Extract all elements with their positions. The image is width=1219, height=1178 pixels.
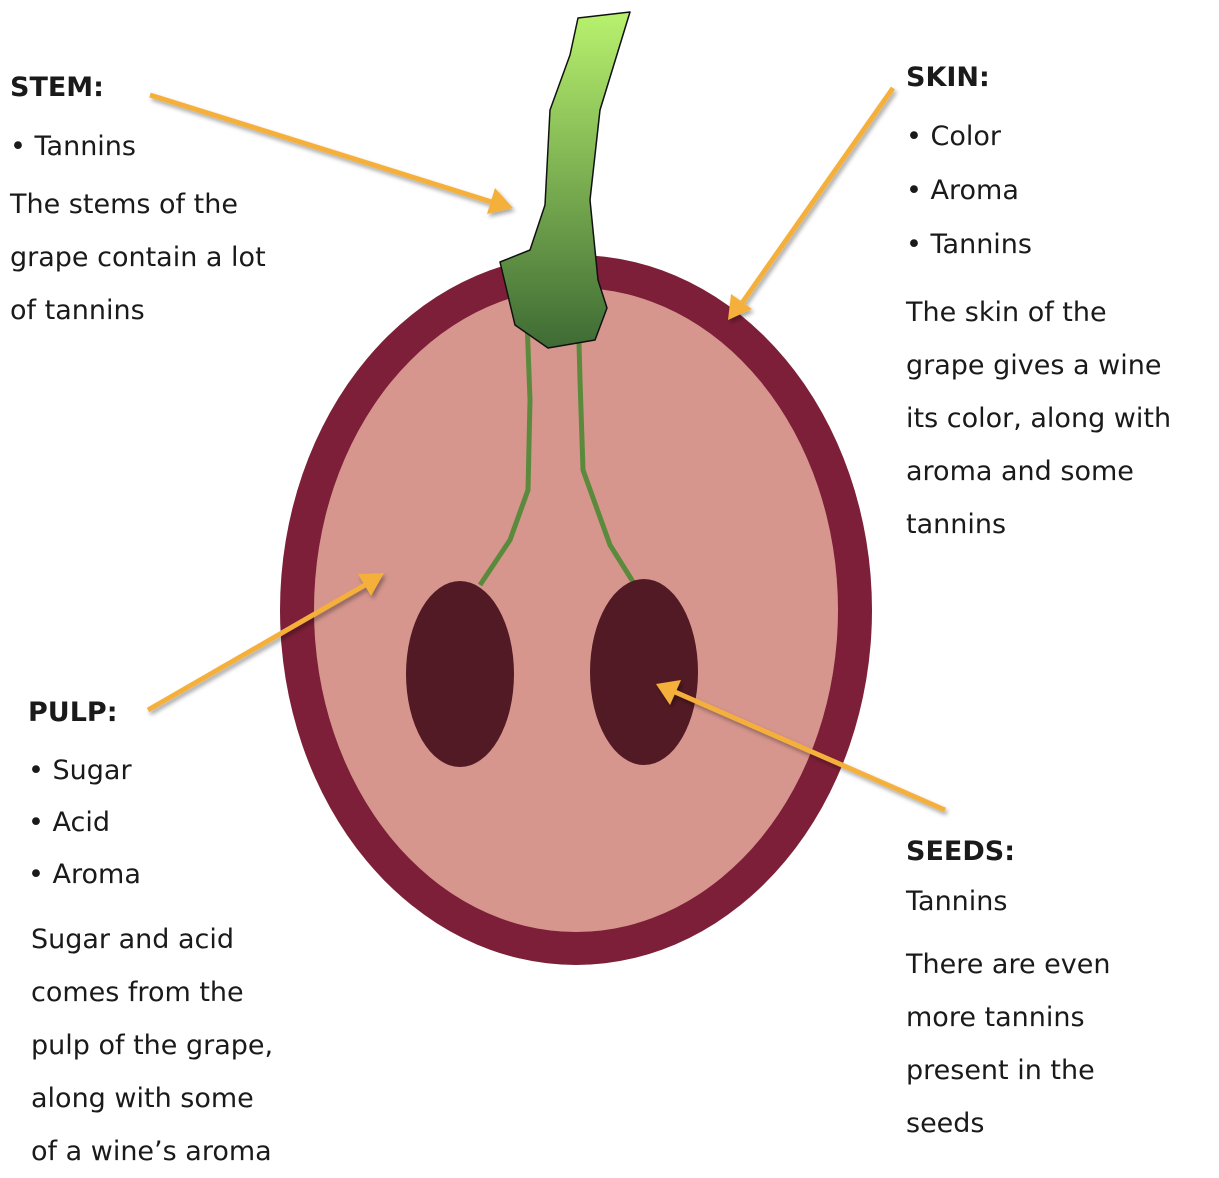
skin-bullet: Aroma	[906, 164, 1171, 218]
skin-desc-line: tannins	[906, 498, 1171, 551]
seeds-desc-line: present in the	[906, 1044, 1110, 1097]
seeds-heading: SEEDS:	[906, 836, 1110, 868]
pulp-bullet: Aroma	[28, 849, 273, 901]
seeds-desc-line: seeds	[906, 1097, 1110, 1150]
stem-heading: STEM:	[10, 72, 266, 104]
stem-label: STEM: Tannins The stems of the grape con…	[10, 72, 266, 337]
skin-bullet: Tannins	[906, 218, 1171, 272]
skin-desc-line: grape gives a wine	[906, 339, 1171, 392]
pulp-description: Sugar and acid comes from the pulp of th…	[31, 913, 273, 1178]
seeds-subtitle: Tannins	[906, 886, 1110, 918]
pulp-desc-line: Sugar and acid	[31, 913, 273, 966]
seeds-desc-line: There are even	[906, 938, 1110, 991]
pulp-heading: PULP:	[28, 697, 273, 729]
pulp-desc-line: pulp of the grape,	[31, 1019, 273, 1072]
pulp-desc-line: comes from the	[31, 966, 273, 1019]
seed-left	[406, 581, 514, 767]
seeds-label: SEEDS: Tannins There are even more tanni…	[906, 836, 1110, 1150]
pulp-bullet-list: Sugar Acid Aroma	[28, 745, 273, 901]
grape-pulp	[314, 288, 838, 932]
pulp-label: PULP: Sugar Acid Aroma Sugar and acid co…	[28, 697, 273, 1178]
stem-desc-line: The stems of the	[10, 178, 266, 231]
pulp-desc-line: of a wine’s aroma	[31, 1125, 273, 1178]
skin-bullet: Color	[906, 110, 1171, 164]
stem-desc-line: grape contain a lot	[10, 231, 266, 284]
skin-desc-line: The skin of the	[906, 286, 1171, 339]
stem-bullet-list: Tannins	[10, 120, 266, 174]
stem-desc-line: of tannins	[10, 284, 266, 337]
skin-bullet-list: Color Aroma Tannins	[906, 110, 1171, 272]
pulp-bullet: Sugar	[28, 745, 273, 797]
stem-description: The stems of the grape contain a lot of …	[10, 178, 266, 337]
stem-bullet: Tannins	[10, 120, 266, 174]
arrow-skin	[728, 88, 893, 320]
seeds-desc-line: more tannins	[906, 991, 1110, 1044]
skin-description: The skin of the grape gives a wine its c…	[906, 286, 1171, 551]
seed-right	[590, 579, 698, 765]
skin-heading: SKIN:	[906, 62, 1171, 94]
pulp-bullet: Acid	[28, 797, 273, 849]
skin-desc-line: its color, along with	[906, 392, 1171, 445]
skin-desc-line: aroma and some	[906, 445, 1171, 498]
skin-label: SKIN: Color Aroma Tannins The skin of th…	[906, 62, 1171, 551]
seeds-description: There are even more tannins present in t…	[906, 938, 1110, 1150]
pulp-desc-line: along with some	[31, 1072, 273, 1125]
